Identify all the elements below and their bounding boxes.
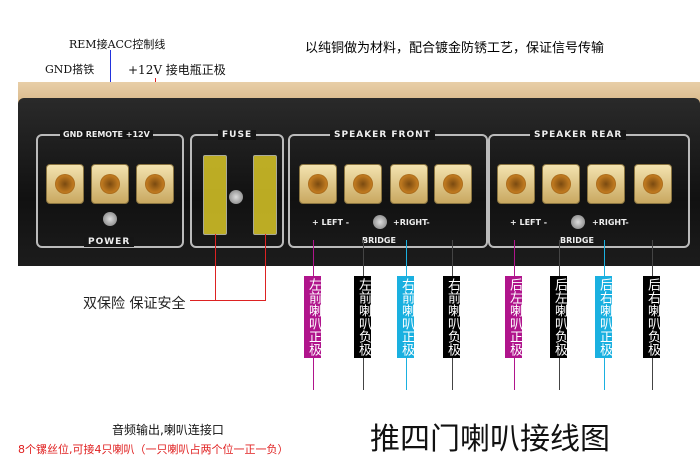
rear-left-minus-terminal[interactable] <box>542 164 580 204</box>
front-right-label: +RIGHT- <box>393 218 430 227</box>
fuse-label: FUSE <box>218 130 257 140</box>
speaker-terminal-tag: 后左喇叭正极 <box>505 276 522 358</box>
rear-right-plus-terminal[interactable] <box>587 164 625 204</box>
gnd-annotation: GND搭铁 <box>45 63 95 76</box>
v12-annotation: +12V 接电瓶正极 <box>128 63 226 77</box>
remote-terminal[interactable] <box>91 164 129 204</box>
screw-annotation: 8个镙丝位,可接4只喇叭（一只喇叭占两个位一正一负） <box>18 443 289 456</box>
rear-bridge-label: BRIDGE <box>560 236 594 245</box>
fuse-annotation: 双保险 保证安全 <box>83 296 186 312</box>
fuse-pointer-bar <box>190 300 266 301</box>
rear-left-label: + LEFT - <box>510 218 548 227</box>
screw-icon <box>571 215 585 229</box>
gnd-terminal[interactable] <box>46 164 84 204</box>
front-bridge-label: BRIDGE <box>362 236 396 245</box>
screw-icon <box>103 212 117 226</box>
speaker-terminal-tag: 右前喇叭负极 <box>443 276 460 358</box>
power-label: POWER <box>84 237 135 247</box>
12v-terminal[interactable] <box>136 164 174 204</box>
front-left-plus-terminal[interactable] <box>299 164 337 204</box>
screw-icon <box>373 215 387 229</box>
front-left-label: + LEFT - <box>312 218 350 227</box>
speaker-front-label: SPEAKER FRONT <box>330 130 435 140</box>
speaker-rear-label: SPEAKER REAR <box>530 130 627 140</box>
rem-annotation: REM接ACC控制线 <box>69 38 166 51</box>
rear-right-minus-terminal[interactable] <box>634 164 672 204</box>
fuse-pointer-left <box>215 234 216 300</box>
front-right-minus-terminal[interactable] <box>434 164 472 204</box>
rear-right-label: +RIGHT- <box>592 218 629 227</box>
speaker-terminal-tag: 后右喇叭负极 <box>643 276 660 358</box>
speaker-terminal-tag: 后左喇叭负极 <box>550 276 567 358</box>
fuse-2 <box>253 155 277 235</box>
power-labels: GND REMOTE +12V <box>60 130 153 139</box>
material-annotation: 以纯铜做为材料，配合镀金防锈工艺，保证信号传输 <box>305 41 605 56</box>
front-right-plus-terminal[interactable] <box>390 164 428 204</box>
screw-icon <box>229 190 243 204</box>
fuse-pointer-right <box>265 234 266 300</box>
diagram-title: 推四门喇叭接线图 <box>370 422 610 457</box>
front-left-minus-terminal[interactable] <box>344 164 382 204</box>
rear-left-plus-terminal[interactable] <box>497 164 535 204</box>
speaker-terminal-tag: 左前喇叭负极 <box>354 276 371 358</box>
speaker-terminal-tag: 左前喇叭正极 <box>304 276 321 358</box>
fuse-1 <box>203 155 227 235</box>
audio-out-annotation: 音频输出,喇叭连接口 <box>112 423 224 437</box>
speaker-terminal-tag: 右前喇叭正极 <box>397 276 414 358</box>
speaker-terminal-tag: 后右喇叭正极 <box>595 276 612 358</box>
